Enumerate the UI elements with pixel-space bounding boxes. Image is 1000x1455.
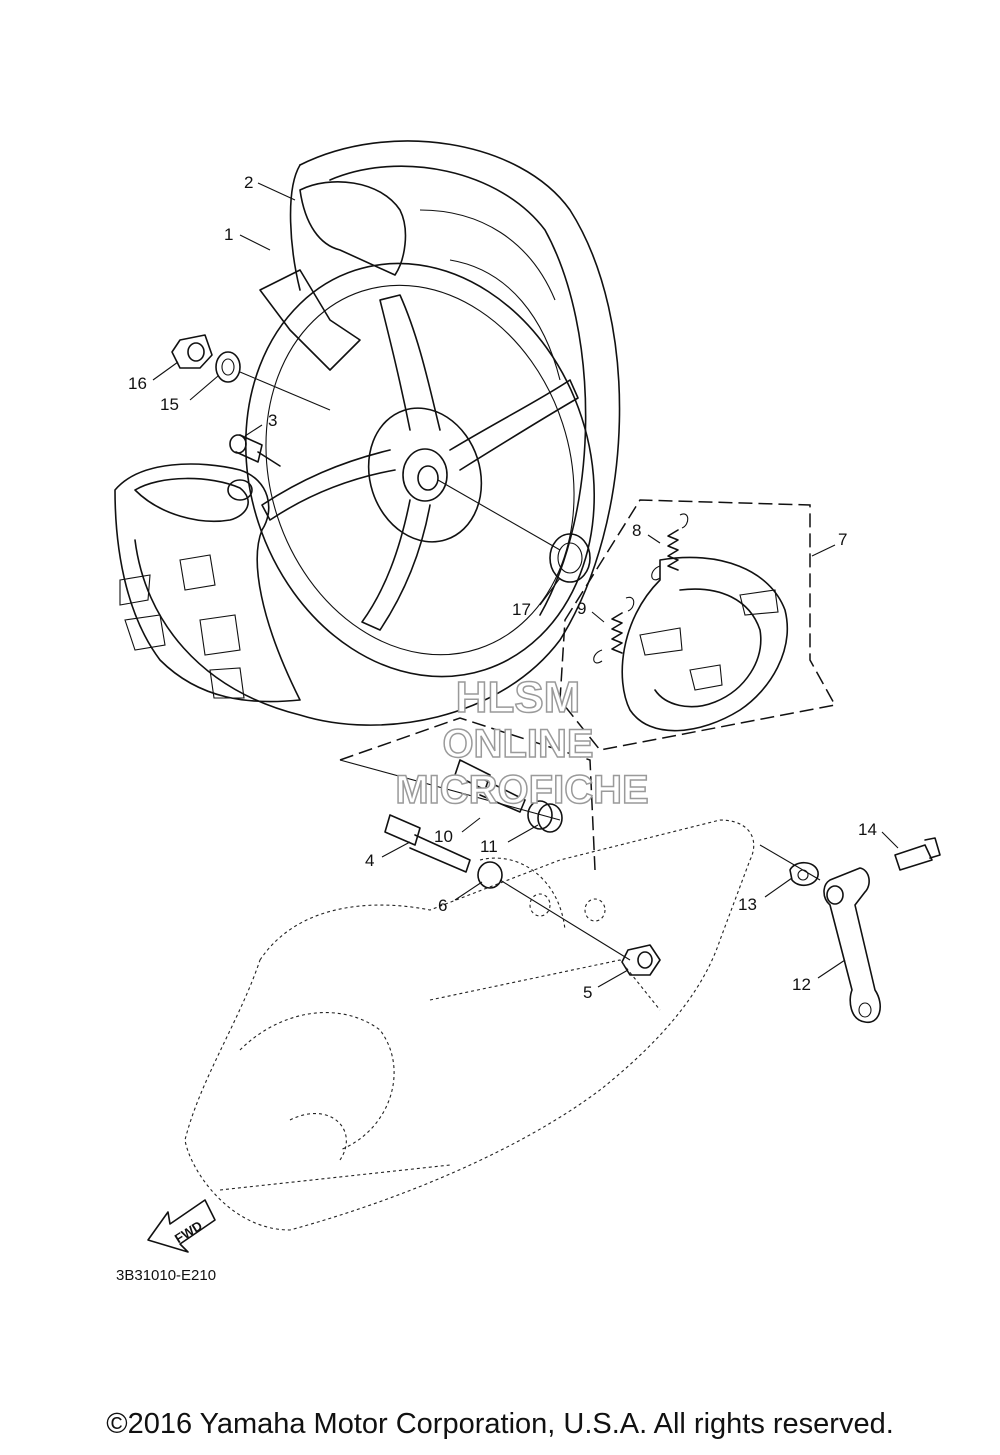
- callout-5: 5: [583, 983, 592, 1002]
- part-17-seal: [549, 533, 591, 583]
- part-8-spring: [651, 513, 689, 581]
- callout-16: 16: [128, 374, 147, 393]
- callout-12: 12: [792, 975, 811, 994]
- callout-9: 9: [577, 599, 586, 618]
- axle-group: [339, 717, 661, 976]
- callouts: 2 1 16 15 3 17 7 8 9 10 11 4 6 5 14 13 1: [128, 173, 899, 1002]
- copyright-notice: ©2016 Yamaha Motor Corporation, U.S.A. A…: [106, 1408, 894, 1440]
- engine-case: [184, 819, 755, 1231]
- watermark-line-2: ONLINE: [442, 722, 593, 766]
- callout-13: 13: [738, 895, 757, 914]
- brake-arm-group: [759, 837, 941, 1023]
- callout-6: 6: [438, 896, 447, 915]
- callout-4: 4: [365, 851, 374, 870]
- callout-8: 8: [632, 521, 641, 540]
- callout-15: 15: [160, 395, 179, 414]
- brake-shoe-group: [559, 499, 837, 751]
- wheel-drawing: [114, 140, 621, 726]
- callout-14: 14: [858, 820, 877, 839]
- callout-1: 1: [224, 225, 233, 244]
- part-3-bolt: [229, 434, 281, 467]
- fwd-arrow: FWD: [147, 1199, 216, 1253]
- fwd-label: FWD: [172, 1218, 205, 1246]
- watermark-line-1: HLSM: [456, 673, 581, 722]
- diagram-code: 3B31010-E210: [116, 1267, 216, 1284]
- callout-11: 11: [480, 837, 498, 856]
- callout-3: 3: [268, 411, 277, 430]
- watermark: HLSM ONLINE MICROFICHE: [395, 672, 650, 813]
- part-9-spring: [593, 596, 635, 664]
- part-16-nut: [171, 334, 213, 369]
- watermark-line-3: MICROFICHE: [395, 768, 648, 812]
- callout-7: 7: [838, 530, 847, 549]
- part-15-washer: [215, 351, 331, 411]
- callout-2: 2: [244, 173, 253, 192]
- callout-10: 10: [434, 827, 453, 846]
- callout-17: 17: [512, 600, 531, 619]
